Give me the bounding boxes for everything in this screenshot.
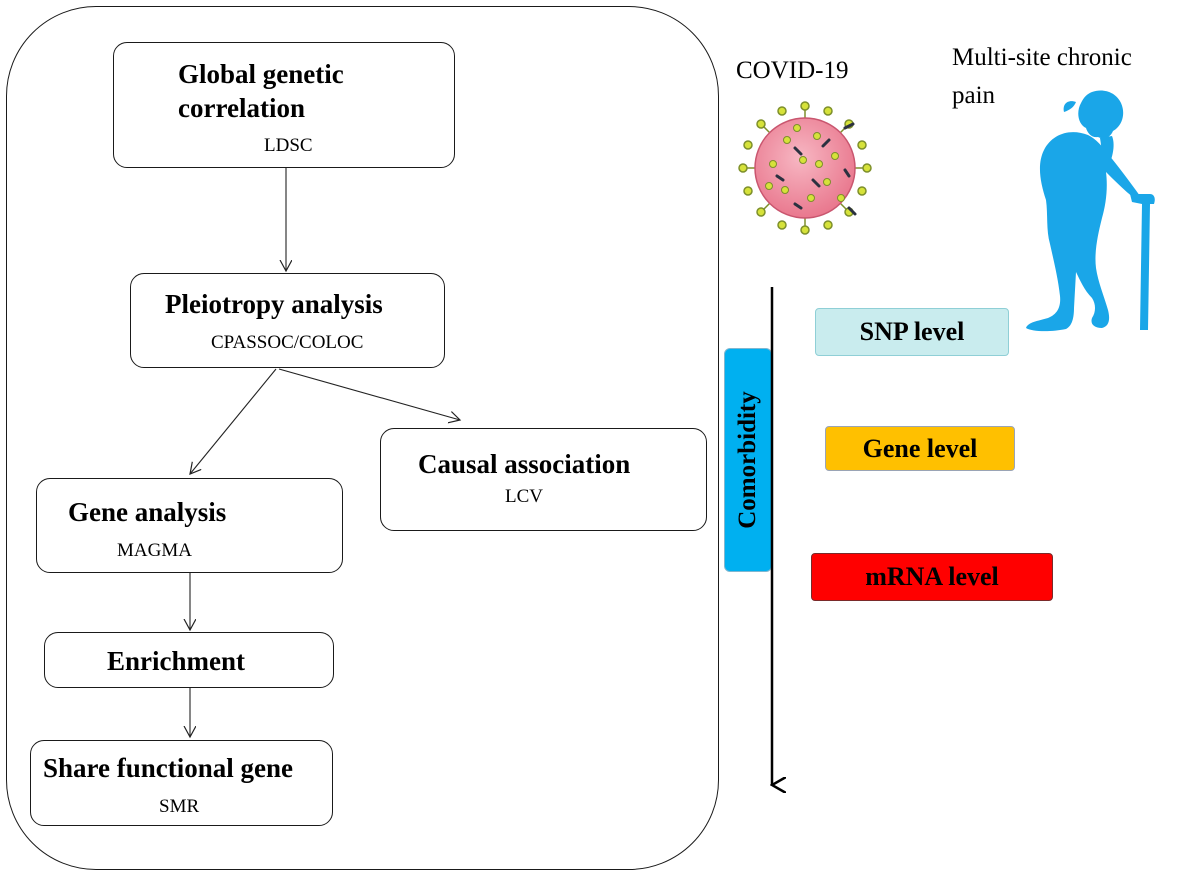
magma-method-label: MAGMA xyxy=(117,540,192,561)
flowchart-frame xyxy=(6,6,719,870)
gene-level-tag: Gene level xyxy=(825,426,1015,471)
chronic-pain-label-2: pain xyxy=(952,82,996,109)
smr-method-label: SMR xyxy=(159,796,200,817)
pleiotropy-analysis-box: Pleiotropy analysis CPASSOC/COLOC xyxy=(130,273,445,368)
causal-association-title: Causal association xyxy=(418,449,631,479)
elderly-person-with-cane-icon xyxy=(1026,90,1155,332)
mrna-level-label: mRNA level xyxy=(865,562,999,591)
gene-analysis-box: Gene analysis MAGMA xyxy=(36,478,343,573)
snp-level-label: SNP level xyxy=(859,317,965,346)
share-functional-gene-title: Share functional gene xyxy=(43,753,294,783)
global-genetic-correlation-title-2: correlation xyxy=(178,93,305,123)
arrow-pleiotropy-to-causal xyxy=(278,368,460,420)
ldsc-method-label: LDSC xyxy=(264,135,313,156)
share-functional-gene-box: Share functional gene SMR xyxy=(30,740,333,826)
snp-level-tag: SNP level xyxy=(815,308,1009,356)
gene-analysis-title: Gene analysis xyxy=(68,497,227,527)
cpassoc-coloc-method-label: CPASSOC/COLOC xyxy=(211,332,364,353)
gene-level-label: Gene level xyxy=(862,433,978,463)
mrna-level-tag: mRNA level xyxy=(811,553,1053,601)
lcv-method-label: LCV xyxy=(505,486,543,507)
covid-19-label: COVID-19 xyxy=(736,57,849,84)
enrichment-title: Enrichment xyxy=(107,646,245,676)
pleiotropy-analysis-title: Pleiotropy analysis xyxy=(165,289,383,319)
coronavirus-icon xyxy=(738,101,872,235)
flow-arrows xyxy=(190,168,460,737)
enrichment-box: Enrichment xyxy=(44,632,334,688)
comorbidity-bar: Comorbidity xyxy=(724,348,772,572)
chronic-pain-label-1: Multi-site chronic xyxy=(952,44,1132,71)
causal-association-box: Causal association LCV xyxy=(380,428,707,531)
arrow-pleiotropy-to-gene-analysis xyxy=(190,368,277,474)
global-genetic-correlation-box: Global genetic correlation LDSC xyxy=(113,42,455,168)
global-genetic-correlation-title-1: Global genetic xyxy=(178,59,344,89)
